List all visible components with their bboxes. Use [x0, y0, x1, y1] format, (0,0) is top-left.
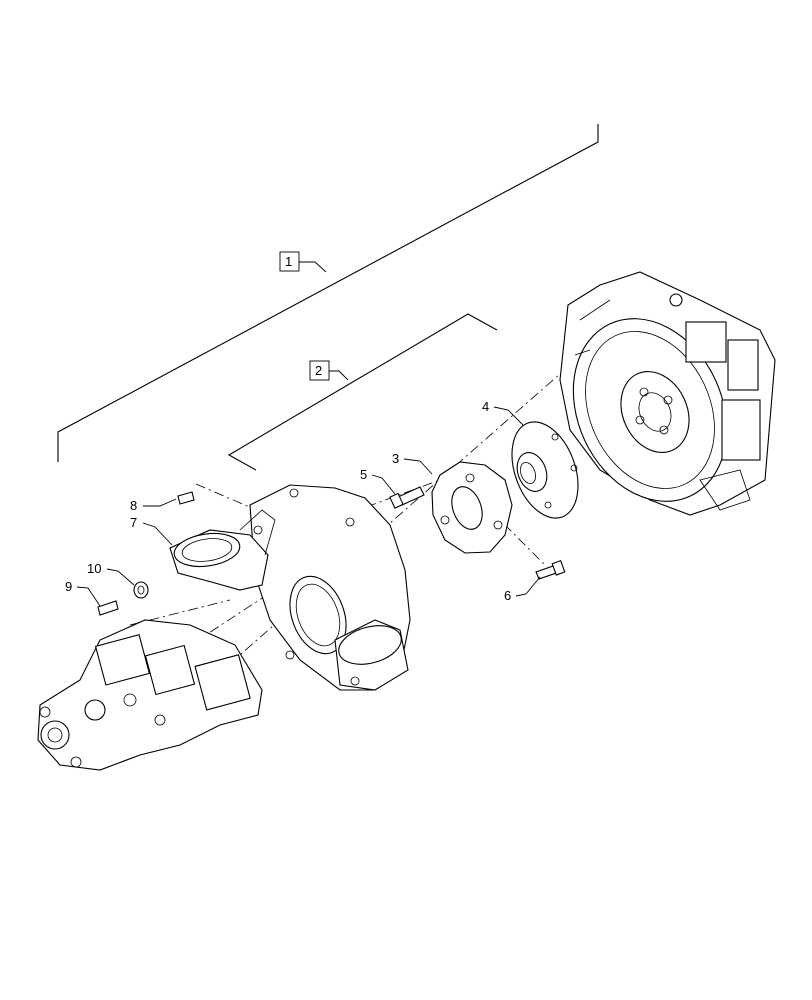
callout-10[interactable]: 10 [87, 561, 135, 586]
bolt-8 [177, 491, 195, 505]
callout-3[interactable]: 3 [392, 451, 433, 475]
bolt-6 [535, 559, 566, 580]
callout-7[interactable]: 7 [130, 515, 173, 546]
svg-text:3: 3 [392, 451, 399, 466]
assembly-2-bracket: 2 [227, 313, 498, 471]
bolt-5 [389, 486, 425, 509]
bolt-9 [97, 600, 119, 616]
flexible-coupling [431, 461, 513, 554]
callout-6[interactable]: 6 [504, 576, 541, 603]
svg-text:5: 5 [360, 467, 367, 482]
assembly-1-label: 1 [285, 254, 292, 269]
assembly-1-bracket: 1 [57, 124, 599, 462]
svg-text:4: 4 [482, 399, 489, 414]
svg-text:9: 9 [65, 579, 72, 594]
callout-8[interactable]: 8 [130, 498, 177, 513]
washer-10 [133, 581, 149, 599]
mounting-bracket-7 [169, 509, 276, 591]
hydraulic-pump [37, 619, 263, 771]
callout-9[interactable]: 9 [65, 579, 101, 607]
coupling-hub [511, 421, 579, 519]
callout-5[interactable]: 5 [360, 467, 396, 495]
svg-text:10: 10 [87, 561, 101, 576]
assembly-1-box[interactable] [279, 251, 300, 272]
svg-text:7: 7 [130, 515, 137, 530]
svg-text:8: 8 [130, 498, 137, 513]
engine-flywheel-housing [559, 271, 776, 516]
assembly-2-box[interactable] [309, 360, 330, 381]
assembly-2-label: 2 [315, 363, 322, 378]
pump-housing-adapter [249, 484, 411, 691]
svg-text:6: 6 [504, 588, 511, 603]
callout-4[interactable]: 4 [482, 399, 524, 426]
